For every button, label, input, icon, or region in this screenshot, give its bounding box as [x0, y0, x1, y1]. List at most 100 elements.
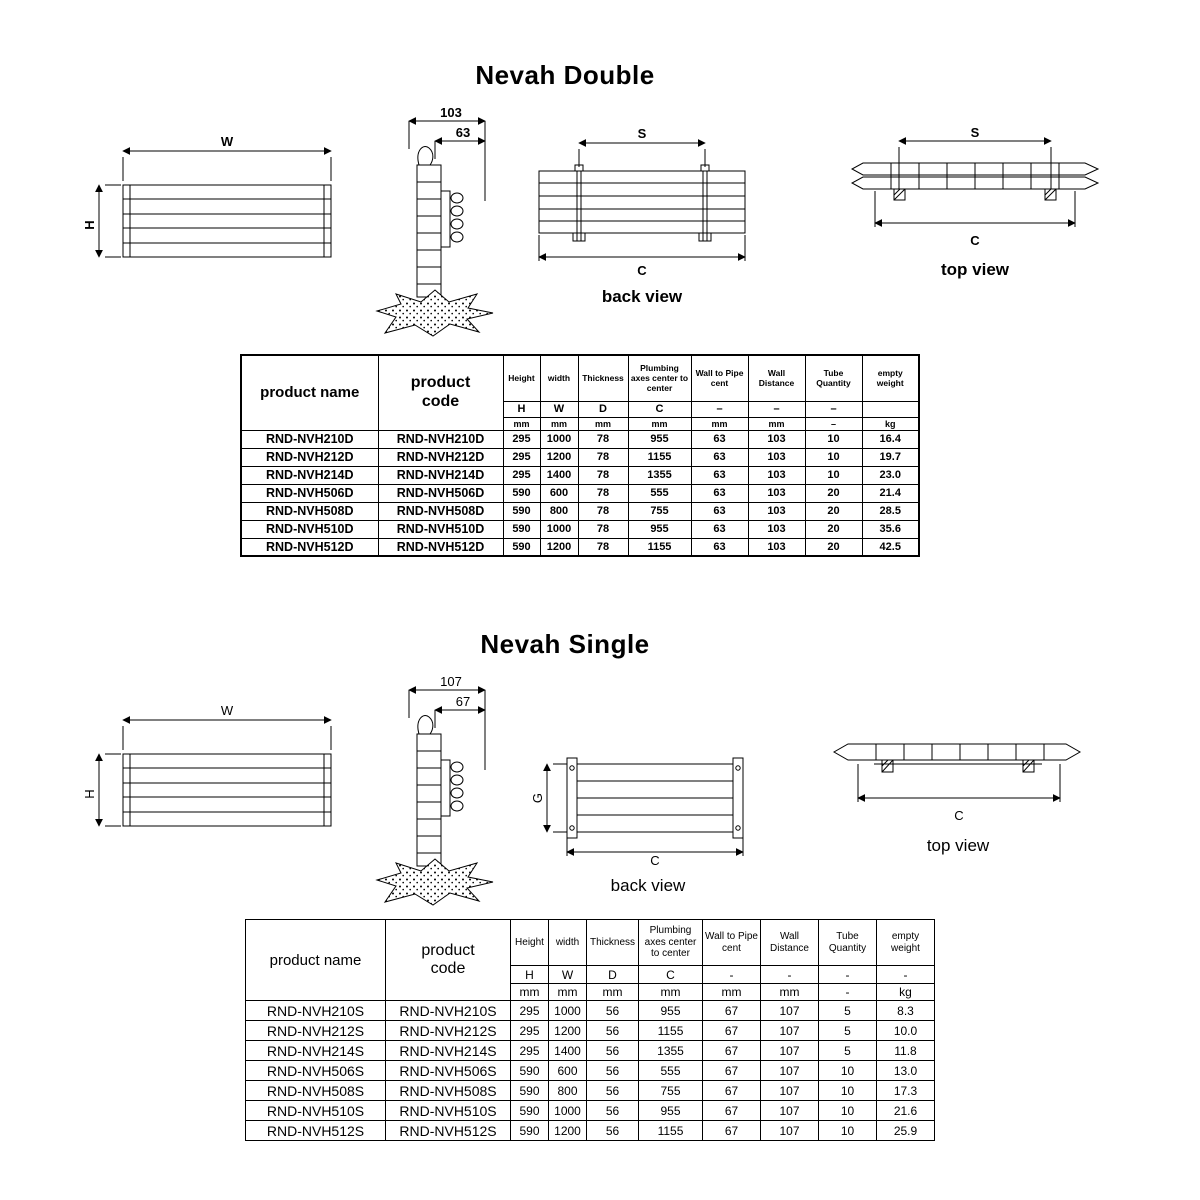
cell-empty-weight: 19.7 — [861, 447, 920, 467]
cell-width: 600 — [539, 483, 579, 503]
top-view-drawing: C — [832, 743, 1082, 823]
spec-row: RND-NVH506S RND-NVH506S 590 600 56 555 6… — [245, 1060, 935, 1081]
cell-plumbing: 1355 — [638, 1040, 703, 1061]
cell-thickness: 78 — [577, 465, 629, 485]
unit-empty-weight: kg — [876, 983, 935, 1001]
radiator-body — [122, 753, 332, 827]
cell-width: 800 — [539, 501, 579, 521]
cell-empty-weight: 13.0 — [876, 1060, 935, 1081]
cell-width: 1400 — [539, 465, 579, 485]
cell-width: 800 — [548, 1080, 587, 1101]
cell-wall-distance: 103 — [747, 483, 806, 503]
cell-plumbing: 1155 — [627, 537, 692, 557]
cell-empty-weight: 21.4 — [861, 483, 920, 503]
cell-wall-to-pipe: 67 — [702, 1100, 761, 1121]
cell-wall-distance: 107 — [760, 1000, 819, 1021]
spec-table-body: RND-NVH210D RND-NVH210D 295 1000 78 955 … — [240, 429, 920, 557]
cell-height: 590 — [502, 483, 541, 503]
col-header-tube-quantity: Tube Quantity — [804, 354, 863, 402]
col-header-wall-to-pipe: Wall to Pipe cent — [690, 354, 749, 402]
col-header-thickness: Thickness — [586, 919, 639, 966]
cell-thickness: 78 — [577, 429, 629, 449]
spec-row: RND-NVH506D RND-NVH506D 590 600 78 555 6… — [240, 483, 920, 503]
cell-width: 1200 — [548, 1120, 587, 1141]
col-header-tube-quantity: Tube Quantity — [818, 919, 877, 966]
spec-table-wrap-double: product name product code Height width T… — [240, 354, 1200, 557]
cell-width: 1200 — [539, 447, 579, 467]
height-label: H — [85, 220, 97, 229]
spec-row: RND-NVH214D RND-NVH214D 295 1400 78 1355… — [240, 465, 920, 485]
back-view-caption: back view — [610, 876, 686, 895]
cell-wall-distance: 103 — [747, 537, 806, 557]
drawings-row-single: W H — [0, 674, 1200, 909]
cell-wall-to-pipe: 67 — [702, 1060, 761, 1081]
top-view-caption: top view — [940, 260, 1009, 279]
symbol-width: W — [539, 400, 579, 418]
cell-product-code: RND-NVH510S — [385, 1100, 511, 1121]
unit-wall-distance: mm — [760, 983, 819, 1001]
cell-plumbing: 755 — [627, 501, 692, 521]
col-header-height: Height — [502, 354, 541, 402]
panel-profile — [416, 146, 442, 298]
axes-label: C — [954, 808, 963, 823]
cell-product-code: RND-NVH214S — [385, 1040, 511, 1061]
datasheet-page: Nevah Double — [0, 60, 1200, 1141]
cell-wall-to-pipe: 67 — [702, 1080, 761, 1101]
cell-plumbing: 555 — [627, 483, 692, 503]
cell-height: 590 — [502, 501, 541, 521]
side-view-drawing: 107 67 — [375, 674, 494, 906]
unit-tube-quantity: - — [818, 983, 877, 1001]
symbol-empty-weight — [861, 400, 920, 418]
cell-empty-weight: 8.3 — [876, 1000, 935, 1021]
cell-height: 295 — [510, 1000, 549, 1021]
cell-thickness: 56 — [586, 1100, 639, 1121]
cell-tube-quantity: 20 — [804, 501, 863, 521]
cell-width: 1200 — [539, 537, 579, 557]
span-dimension — [578, 139, 706, 167]
cell-empty-weight: 21.6 — [876, 1100, 935, 1121]
height-dimension — [95, 184, 121, 258]
cell-thickness: 78 — [577, 483, 629, 503]
cell-plumbing: 755 — [638, 1080, 703, 1101]
cell-empty-weight: 16.4 — [861, 429, 920, 449]
back-view-figure: G C back view — [533, 708, 763, 896]
side-view-figure: 103 63 — [363, 105, 513, 340]
unit-wall-to-pipe: mm — [702, 983, 761, 1001]
cell-product-name: RND-NVH214S — [245, 1040, 386, 1061]
cell-plumbing: 955 — [638, 1100, 703, 1121]
col-header-width: width — [548, 919, 587, 966]
cell-thickness: 56 — [586, 1040, 639, 1061]
width-label: W — [221, 703, 234, 718]
cell-wall-to-pipe: 63 — [690, 519, 749, 539]
span-label: S — [971, 127, 980, 140]
cell-wall-distance: 107 — [760, 1120, 819, 1141]
col-header-product-code: product code — [385, 919, 511, 1001]
radiator-body — [566, 757, 744, 839]
radiator-body — [538, 170, 746, 234]
front-view-drawing: W H — [85, 134, 332, 258]
cell-height: 590 — [510, 1100, 549, 1121]
top-view-figure: S C top view — [835, 127, 1115, 280]
height-dimension — [95, 753, 121, 827]
cell-wall-to-pipe: 67 — [702, 1000, 761, 1021]
back-view-drawing: G C — [533, 757, 744, 868]
span-dimension — [898, 137, 1052, 189]
col-header-plumbing: Plumbing axes center to center — [638, 919, 703, 966]
axes-dimension — [566, 838, 744, 856]
side-view-figure: 107 67 — [363, 674, 513, 909]
cell-thickness: 56 — [586, 1080, 639, 1101]
spec-table-body: RND-NVH210S RND-NVH210S 295 1000 56 955 … — [245, 1000, 935, 1141]
col-header-wall-distance: Wall Distance — [747, 354, 806, 402]
cell-tube-quantity: 10 — [818, 1100, 877, 1121]
cell-product-code: RND-NVH506S — [385, 1060, 511, 1081]
cell-plumbing: 1355 — [627, 465, 692, 485]
spec-row: RND-NVH210S RND-NVH210S 295 1000 56 955 … — [245, 1000, 935, 1021]
col-header-empty-weight: empty weight — [861, 354, 920, 402]
unit-tube-quantity: – — [804, 416, 863, 431]
axes-dimension — [538, 235, 746, 261]
symbol-tube-quantity: - — [818, 965, 877, 984]
cell-height: 590 — [502, 537, 541, 557]
symbol-wall-distance: – — [747, 400, 806, 418]
axes-label: C — [637, 263, 647, 278]
cell-product-name: RND-NVH506S — [245, 1060, 386, 1081]
